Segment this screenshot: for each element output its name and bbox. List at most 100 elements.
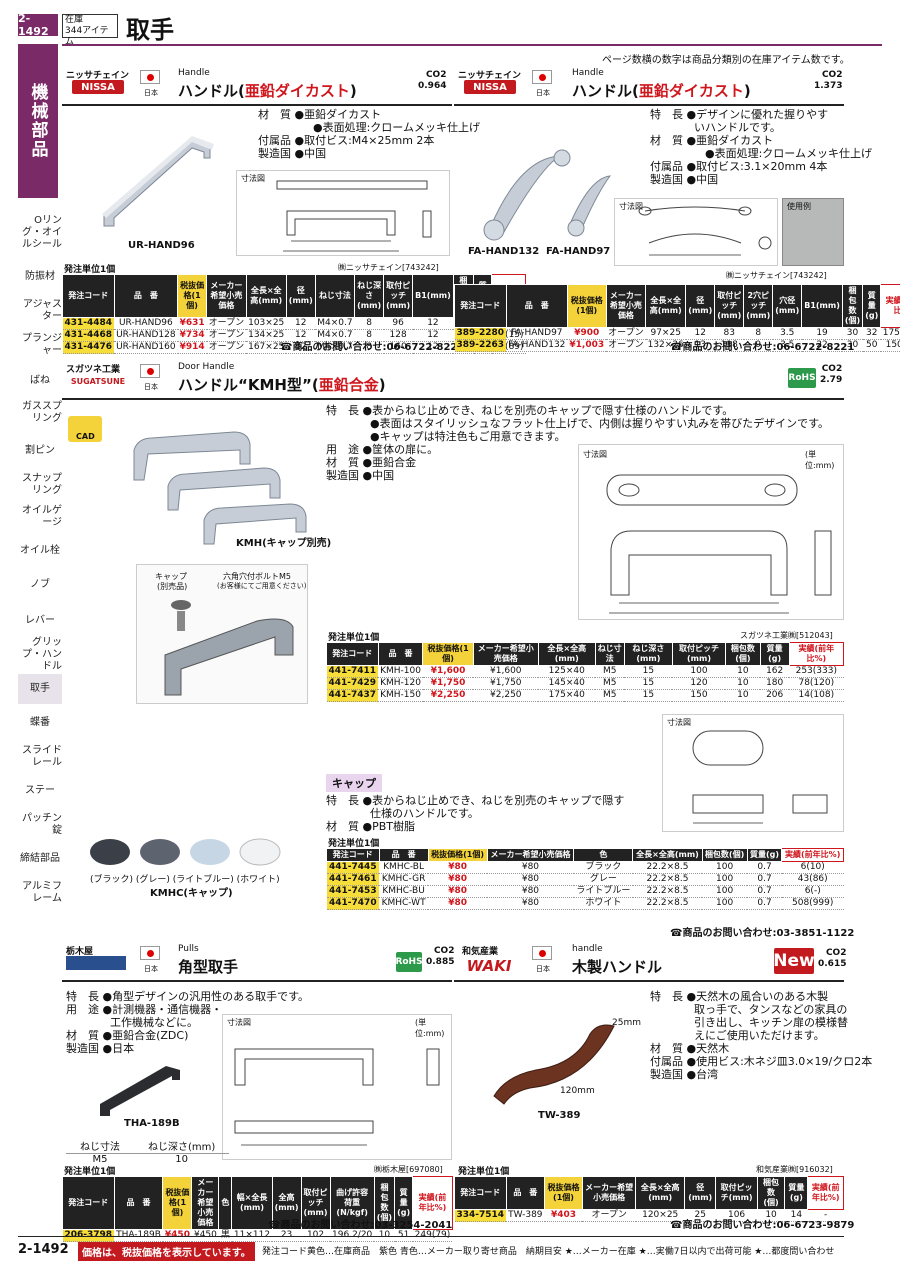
table-cell: UR-HAND160 bbox=[114, 341, 178, 354]
nav-item[interactable]: 防振材 bbox=[25, 271, 55, 282]
table-cell: 8 bbox=[743, 327, 773, 340]
table-cell: 103×25 bbox=[246, 317, 287, 330]
nav-item[interactable]: レバー bbox=[25, 615, 55, 626]
order-code[interactable]: 431-4468 bbox=[62, 329, 115, 342]
diagram-title: 寸法図 bbox=[619, 202, 643, 211]
nav-item[interactable]: 割ピン bbox=[25, 445, 55, 456]
column-header: 色 bbox=[218, 1176, 233, 1230]
spec-line: 付属品 ●使用ビス:木ネジ皿3.0×19/クロ2本 bbox=[650, 1055, 873, 1068]
nav-item[interactable]: アルミフレーム bbox=[22, 881, 62, 904]
cad-badge[interactable]: CAD bbox=[68, 416, 102, 442]
table-cell: 51 bbox=[394, 1229, 413, 1242]
spec-line: 材 質 ●亜鉛ダイカスト bbox=[258, 108, 382, 121]
nav-item[interactable]: Oリング・オイルシール bbox=[22, 215, 62, 250]
table-cell: UR-HAND96 bbox=[114, 317, 178, 330]
order-code[interactable]: 441-7429 bbox=[326, 677, 379, 690]
table-cell: ¥450 bbox=[191, 1229, 219, 1242]
table-cell: 160 bbox=[383, 341, 413, 354]
nav-item[interactable]: 蝶番 bbox=[30, 717, 50, 728]
column-header: メーカー希望小売価格 bbox=[581, 1176, 637, 1210]
nav-item[interactable]: スライドレール bbox=[22, 745, 62, 768]
table-cell: 14 bbox=[784, 1209, 808, 1222]
order-code[interactable]: 441-7411 bbox=[326, 665, 379, 678]
nav-item[interactable]: ステー bbox=[25, 785, 55, 796]
nav-item[interactable]: アジャスター bbox=[22, 299, 62, 322]
table-cell: 13 bbox=[685, 339, 715, 352]
table-cell: 12 bbox=[412, 329, 454, 342]
table-cell: グレー bbox=[573, 873, 633, 886]
nav-item[interactable]: 取手 bbox=[18, 674, 62, 704]
nav-item[interactable]: ガススプリング bbox=[22, 401, 62, 424]
order-code[interactable]: 206-3798 bbox=[62, 1229, 115, 1242]
column-header: 全長×全高(mm) bbox=[645, 284, 687, 328]
nav-item[interactable]: グリップ・ハンドル bbox=[22, 637, 62, 672]
table-cell: 100 bbox=[702, 897, 748, 910]
table-cell: 162 bbox=[760, 665, 790, 678]
nav-item[interactable]: スナップリング bbox=[22, 473, 62, 496]
nav-item[interactable]: パッチン錠 bbox=[22, 813, 62, 836]
order-code[interactable]: 441-7453 bbox=[326, 885, 380, 898]
order-code[interactable]: 431-4476 bbox=[62, 341, 115, 354]
table-cell: 100 bbox=[672, 665, 726, 678]
table-cell: 150(45) bbox=[880, 339, 900, 352]
column-header: 税抜価格(1個) bbox=[162, 1176, 193, 1230]
order-code[interactable]: 441-7437 bbox=[326, 689, 379, 702]
cap-tag: キャップ bbox=[326, 774, 382, 792]
co2-label: CO2 bbox=[425, 70, 447, 80]
table-cell: 8 bbox=[354, 317, 384, 330]
contact-phone[interactable]: ☎商品のお問い合わせ:03-3254-2041 bbox=[268, 1220, 453, 1231]
dimension-diagram: 寸法図 bbox=[614, 198, 778, 266]
nav-item[interactable]: プランジャー bbox=[22, 333, 62, 356]
table-cell: オープン bbox=[582, 1209, 636, 1222]
nav-item[interactable]: オイル栓 bbox=[20, 545, 60, 556]
column-header: 質量(g) bbox=[746, 848, 783, 862]
column-header: 発注コード bbox=[326, 642, 379, 666]
maker-name: ニッサチェイン bbox=[66, 71, 130, 81]
contact-phone[interactable]: ☎商品のお問い合わせ:06-6722-8221 bbox=[670, 342, 855, 353]
spec-line: 製造国 ●中国 bbox=[650, 173, 719, 186]
table-cell: ¥80 bbox=[487, 885, 574, 898]
nav-item[interactable]: オイルゲージ bbox=[22, 505, 62, 528]
table-cell: KMHC-BU bbox=[379, 885, 429, 898]
contact-phone[interactable]: ☎商品のお問い合わせ:06-6723-9879 bbox=[670, 1220, 855, 1231]
nav-item[interactable]: ばね bbox=[30, 375, 50, 386]
order-code[interactable]: 334-7514 bbox=[454, 1209, 507, 1222]
order-code[interactable]: 389-2280 bbox=[454, 327, 507, 340]
flag-icon bbox=[532, 946, 552, 960]
maker-logo: NISSA bbox=[72, 80, 124, 94]
contact-phone[interactable]: ☎商品のお問い合わせ:06-6722-8221 bbox=[280, 342, 465, 353]
assembly-diagram: キャップ (別売品) 六角穴付ボルトM5 (お客様にてご用意ください) bbox=[136, 564, 308, 704]
order-code[interactable]: 389-2263 bbox=[454, 339, 507, 352]
table-cell: ¥900 bbox=[567, 327, 607, 340]
contact-phone[interactable]: ☎商品のお問い合わせ:03-3851-1122 bbox=[670, 928, 855, 939]
diagram-unit: (単位:mm) bbox=[805, 450, 835, 470]
image-caption: THA-189B bbox=[124, 1118, 180, 1129]
column-header: ねじ寸法 bbox=[594, 642, 625, 666]
nav-category-main[interactable]: 機械部品 bbox=[18, 44, 58, 198]
order-code[interactable]: 441-7445 bbox=[326, 861, 380, 874]
table-cell: 0.7 bbox=[747, 861, 782, 874]
nav-item[interactable]: 締結部品 bbox=[20, 853, 60, 864]
nav-item[interactable]: ノブ bbox=[30, 579, 50, 590]
order-code[interactable]: 441-7461 bbox=[326, 873, 380, 886]
order-code[interactable]: 441-7470 bbox=[326, 897, 380, 910]
column-header: 発注コード bbox=[454, 284, 507, 328]
order-code[interactable]: 431-4484 bbox=[62, 317, 115, 330]
table-cell: 100 bbox=[702, 861, 748, 874]
table-cell: ¥631 bbox=[177, 317, 207, 330]
table-cell: 6(-) bbox=[781, 885, 844, 898]
table-cell: 175×40 bbox=[538, 689, 596, 702]
